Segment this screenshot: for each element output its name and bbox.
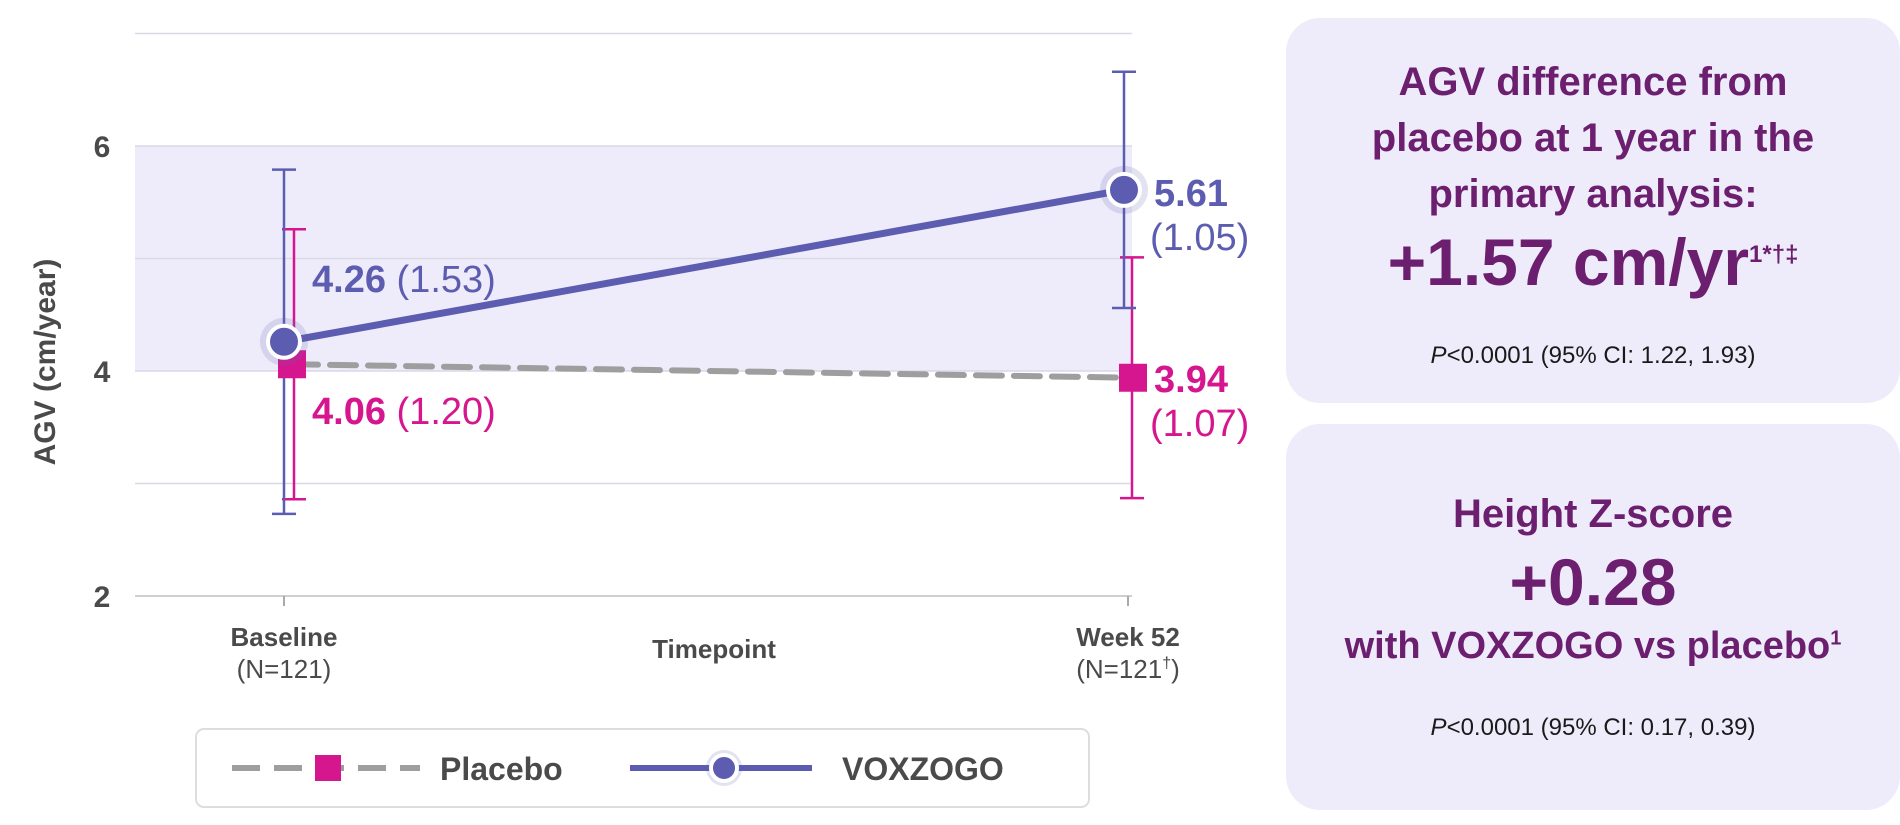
x-axis-label: Timepoint xyxy=(652,634,776,664)
zscore-card-heading: Height Z-score xyxy=(1452,492,1734,536)
agv-difference-card: AGV difference from placebo at 1 year in… xyxy=(1286,18,1900,403)
agv-card-heading-line: AGV difference from xyxy=(1398,60,1788,104)
legend-placebo-square-icon xyxy=(315,755,341,781)
x-tick-sublabel: (N=121) xyxy=(237,654,332,684)
voxzogo-point-marker xyxy=(266,323,302,360)
legend-placebo-label: Placebo xyxy=(440,751,563,787)
legend: Placebo VOXZOGO xyxy=(195,728,1090,808)
y-tick-label: 2 xyxy=(94,581,111,614)
legend-item-voxzogo: VOXZOGO xyxy=(630,750,1004,787)
agv-card-heading-line: primary analysis: xyxy=(1428,172,1758,216)
zscore-value: +0.28 xyxy=(1509,545,1677,619)
x-tick-sublabel: (N=121†) xyxy=(1076,654,1180,684)
zscore-p-value: P<0.0001 (95% CI: 0.17, 0.39) xyxy=(1430,714,1756,741)
data-label-placebo-week52: 3.94 xyxy=(1154,359,1228,401)
series-line-placebo xyxy=(289,361,1136,381)
legend-item-placebo: Placebo xyxy=(232,751,563,787)
data-label-voxzogo-week52: 5.61 xyxy=(1154,173,1228,215)
y-tick-label: 4 xyxy=(94,356,111,389)
y-axis-label: AGV (cm/year) xyxy=(29,259,62,466)
agv-card-heading-line: placebo at 1 year in the xyxy=(1371,116,1815,160)
data-label-placebo-week52-sd: (1.07) xyxy=(1150,403,1249,445)
agv-card-heading: AGV difference from placebo at 1 year in… xyxy=(1286,54,1900,222)
data-label-voxzogo-baseline: 4.26 (1.53) xyxy=(312,259,496,301)
zscore-subtitle-footnote: 1 xyxy=(1830,627,1842,650)
data-label-voxzogo-week52-sd: (1.05) xyxy=(1150,217,1249,259)
agv-p-value: P<0.0001 (95% CI: 1.22, 1.93) xyxy=(1430,342,1756,369)
zscore-subtitle: with VOXZOGO vs placebo1 xyxy=(1344,625,1842,667)
voxzogo-point-marker xyxy=(1106,171,1142,208)
x-tick-label: Week 52 xyxy=(1076,622,1180,652)
agv-line-chart: 2 4 6 AGV (cm/year) Baseline(N=121) Week 52… xyxy=(29,32,1249,808)
legend-voxzogo-circle-icon xyxy=(709,753,739,783)
data-label-placebo-baseline: 4.06 (1.20) xyxy=(312,391,496,433)
series-line-voxzogo xyxy=(280,186,1128,346)
agv-difference-value: +1.57 cm/yr1*†‡ xyxy=(1387,225,1799,299)
placebo-point-marker xyxy=(1119,363,1147,392)
height-zscore-card: Height Z-score +0.28 with VOXZOGO vs pla… xyxy=(1286,424,1900,810)
agv-value-footnotes: 1*†‡ xyxy=(1749,241,1799,268)
legend-voxzogo-label: VOXZOGO xyxy=(842,751,1004,787)
y-tick-label: 6 xyxy=(94,131,111,164)
x-tick-label: Baseline xyxy=(231,622,338,652)
